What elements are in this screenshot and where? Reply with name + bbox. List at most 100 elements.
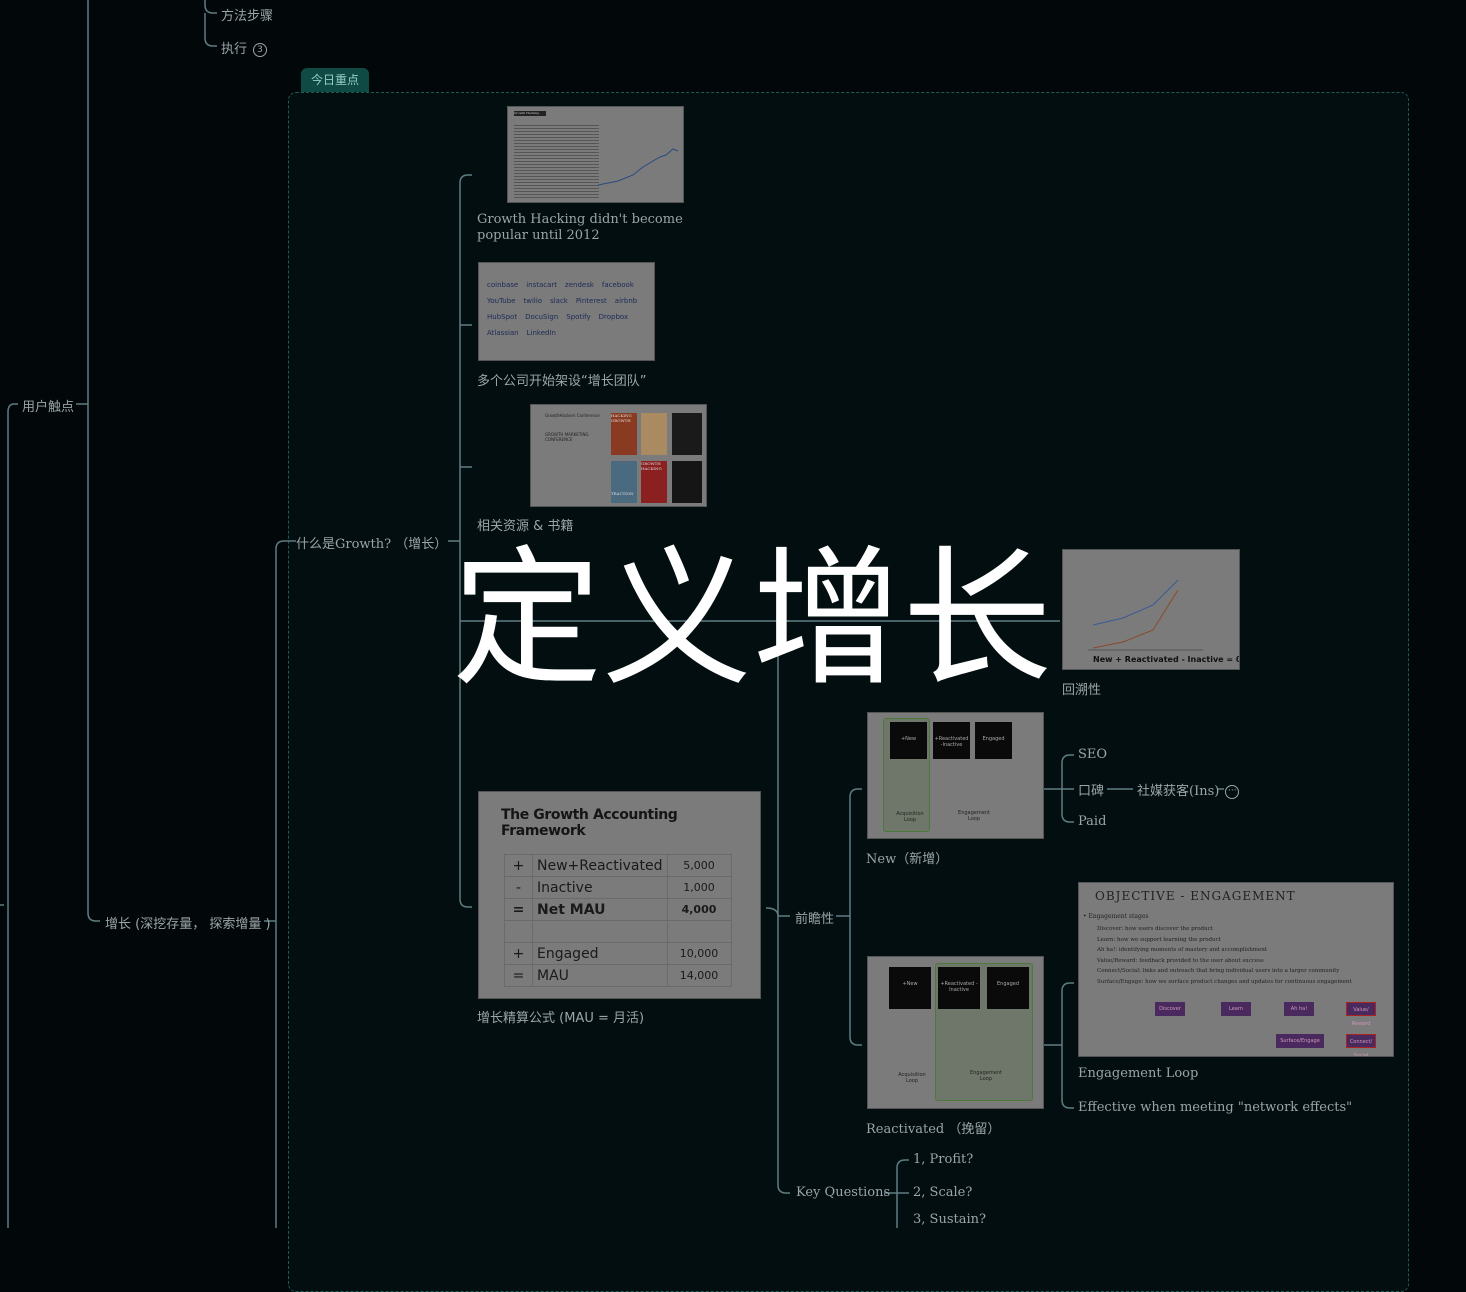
framework-sign: - <box>504 876 533 899</box>
node-growth[interactable]: 增长 (深挖存量， 探索增量 ) <box>105 917 271 932</box>
stage-item: Connect/Social: links and outreach that … <box>1097 968 1340 974</box>
framework-label: MAU <box>532 964 668 987</box>
book-hacking-growth: HACKING GROWTH <box>611 413 637 455</box>
framework-sign: + <box>504 942 533 965</box>
flow-connect-social: Connect/ Social <box>1346 1034 1376 1056</box>
node-q2[interactable]: 2, Scale? <box>913 1185 973 1200</box>
companies-caption[interactable]: 多个公司开始架设“增长团队” <box>477 374 647 389</box>
node-word-of-mouth[interactable]: 口碑 <box>1078 784 1105 799</box>
node-key-questions[interactable]: Key Questions <box>796 1185 891 1200</box>
node-what-is-growth[interactable]: 什么是Growth? （增长） <box>296 537 448 552</box>
node-new[interactable]: New（新增） <box>866 852 949 867</box>
flow-learn: Learn <box>1221 1002 1251 1016</box>
growth-hacking-caption[interactable]: Growth Hacking didn't become popular unt… <box>477 212 683 243</box>
acquisition-loop-label: Acquisition Loop <box>896 811 924 823</box>
collapsed-count-badge[interactable]: 3 <box>253 42 268 57</box>
retro-chart-label: New + Reactivated - Inactive = 0 <box>1093 655 1240 664</box>
node-retro[interactable]: 回溯性 <box>1062 683 1102 698</box>
today-focus-boundary <box>288 92 1409 1292</box>
stage-list: Discover: how users discover the product… <box>1097 924 1367 987</box>
flow-value-reward: Value/ Reward <box>1346 1002 1376 1027</box>
company-logo: DocuSign <box>525 313 559 321</box>
new-box: +New <box>890 722 927 759</box>
node-seo[interactable]: SEO <box>1078 747 1108 762</box>
engaged-box: Engaged <box>987 967 1029 1009</box>
reactivated-loops-image[interactable]: +New +Reactivated -Inactive Engaged Acqu… <box>867 956 1044 1109</box>
conference-2: GROWTH MARKETING CONFERENCE <box>545 432 589 442</box>
company-logo: zendesk <box>565 281 594 289</box>
framework-sign: + <box>504 854 533 877</box>
node-forward[interactable]: 前瞻性 <box>795 912 835 927</box>
slide-heading: • Engagement stages <box>1083 913 1149 920</box>
company-logo: twilio <box>523 297 543 305</box>
stage-item: Surface/Engage: how we surface product c… <box>1097 978 1352 985</box>
framework-label: Inactive <box>532 876 668 899</box>
node-execute[interactable]: 执行 3 <box>221 38 268 57</box>
boundary-tab[interactable]: 今日重点 <box>301 68 369 92</box>
book-cover <box>672 461 702 503</box>
company-logo: Spotify <box>566 313 591 321</box>
node-network-effects[interactable]: Effective when meeting "network effects" <box>1078 1100 1353 1115</box>
framework-value: 14,000 <box>666 964 732 987</box>
framework-sign: = <box>504 898 533 921</box>
framework-value: 1,000 <box>666 876 732 899</box>
more-icon[interactable]: ··· <box>1225 784 1240 799</box>
node-q3[interactable]: 3, Sustain? <box>913 1212 986 1227</box>
framework-sign: = <box>504 964 533 987</box>
node-execute-label: 执行 <box>221 42 248 57</box>
company-logo: Dropbox <box>598 313 629 321</box>
stage-item: Ah ha!: identifying moments of mastery a… <box>1097 947 1268 953</box>
engagement-slide-image[interactable]: OBJECTIVE - ENGAGEMENT • Engagement stag… <box>1078 882 1394 1057</box>
slide-title: Growth Hacking <box>514 111 546 116</box>
growth-hacking-image[interactable]: Growth Hacking <box>507 106 684 203</box>
node-social[interactable]: 社媒获客(Ins) ··· <box>1137 780 1240 799</box>
new-loops-image[interactable]: +New +Reactivated -Inactive Engaged Acqu… <box>867 712 1044 839</box>
reactivated-box: +Reactivated -Inactive <box>933 722 970 759</box>
growth-accounting-image[interactable]: The Growth Accounting Framework +New+Rea… <box>478 791 761 999</box>
framework-value: 10,000 <box>666 942 732 965</box>
overlay-title: 定义增长 <box>452 533 1053 707</box>
formula-caption[interactable]: 增长精算公式 (MAU = 月活) <box>477 1011 645 1026</box>
book-traction: TRACTION <box>611 461 637 503</box>
engagement-loop-caption[interactable]: Engagement Loop <box>1078 1066 1199 1081</box>
company-logo: YouTube <box>487 297 516 305</box>
heading-text: Engagement stages <box>1088 913 1149 920</box>
engagement-loop-label: Engagement Loop <box>958 810 990 822</box>
node-q1[interactable]: 1, Profit? <box>913 1152 974 1167</box>
node-paid[interactable]: Paid <box>1078 814 1107 829</box>
connector-lines <box>0 0 1224 1228</box>
flow-ahha: Ah ha! <box>1284 1002 1314 1016</box>
node-reactivated[interactable]: Reactivated （挽留） <box>866 1122 1001 1137</box>
node-method-steps[interactable]: 方法步骤 <box>221 9 274 24</box>
node-user-touchpoints[interactable]: 用户触点 <box>22 400 75 415</box>
framework-value: 5,000 <box>666 854 732 877</box>
framework-value <box>666 920 732 943</box>
company-logo: HubSpot <box>487 313 518 321</box>
book-growth-hacking: GROWTH HACKING <box>641 461 667 503</box>
company-logo: Atlassian <box>487 329 519 337</box>
book-cover <box>641 413 667 455</box>
node-social-label: 社媒获客(Ins) <box>1137 784 1220 799</box>
resources-caption[interactable]: 相关资源 & 书籍 <box>477 519 574 534</box>
company-logo: Pinterest <box>575 297 607 305</box>
stage-item: Learn: how we support learning the produ… <box>1097 936 1221 943</box>
retro-chart-image[interactable]: New + Reactivated - Inactive = 0 <box>1062 549 1240 670</box>
flow-discover: Discover <box>1155 1002 1185 1016</box>
article-text-block <box>514 123 599 199</box>
company-logo: instacart <box>526 281 558 289</box>
engaged-box: Engaged <box>975 722 1012 759</box>
book-cover <box>672 413 702 455</box>
reactivated-box: +Reactivated -Inactive <box>938 967 980 1009</box>
acquisition-loop-label: Acquisition Loop <box>898 1072 926 1084</box>
company-logo: airbnb <box>614 297 638 305</box>
company-logo: coinbase <box>487 281 519 289</box>
